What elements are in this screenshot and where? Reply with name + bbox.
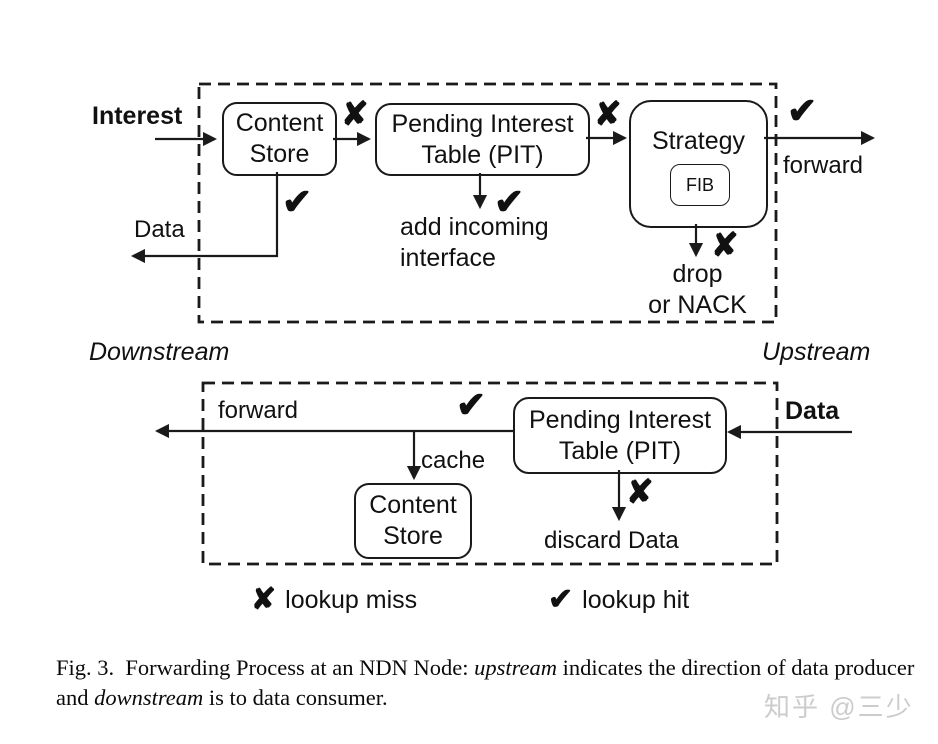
discard-data-label: discard Data [544,527,679,554]
caption-segment: Fig. 3. Forwarding Process at an NDN Nod… [56,655,475,680]
pit-bottom-line1: Pending Interest [528,405,712,434]
forward-label-top: forward [783,152,864,179]
legend-lookup-hit: ✔ lookup hit [548,585,689,615]
drop-or-nack-label: drop or NACK [640,259,755,321]
cross-icon: ✘ [711,226,739,263]
check-icon: ✔ [494,181,525,222]
pit-line2: Table (PIT) [421,140,544,169]
strategy-label: Strategy [651,126,746,155]
strategy-box: Strategy FIB [629,100,768,228]
fib-label: FIB [685,174,714,195]
pit-bottom-line2: Table (PIT) [558,436,682,465]
check-icon: ✔ [787,90,818,131]
caption-segment: is to data consumer. [203,685,388,710]
content-store-line2: Store [249,140,310,168]
content-store-line1: Content [235,109,324,137]
zhihu-watermark: 知乎 @三少 [764,692,914,722]
pit-box-top: Pending Interest Table (PIT) [375,103,590,176]
pit-line1: Pending Interest [391,109,574,138]
bottom-node-dashed-boundary [201,381,779,566]
lookup-hit-label: lookup hit [582,585,690,614]
caption-upstream-italic: upstream [474,655,557,680]
legend-lookup-miss: ✘ lookup miss [251,585,417,615]
interest-label: Interest [92,102,183,130]
check-icon: ✔ [456,384,487,425]
figure-caption: Fig. 3. Forwarding Process at an NDN Nod… [56,653,922,713]
upstream-label: Upstream [762,338,871,366]
content-store-bottom-line2: Store [383,522,443,550]
pit-box-bottom: Pending Interest Table (PIT) [513,397,727,474]
downstream-label: Downstream [89,338,230,366]
check-icon: ✔ [282,181,313,222]
content-store-box-bottom: Content Store [354,483,472,559]
cs-data-out-path [130,172,279,264]
check-icon: ✔ [548,583,574,616]
cache-label: cache [421,447,486,474]
or-nack-line: or NACK [648,291,747,319]
content-store-bottom-line1: Content [369,491,457,519]
add-incoming-line1: add incoming [400,213,549,241]
forward-label-bottom: forward [218,397,299,424]
cross-icon: ✘ [251,583,277,616]
add-incoming-line2: interface [400,244,496,272]
cross-icon: ✘ [626,473,654,510]
cross-icon: ✘ [594,95,622,132]
caption-downstream-italic: downstream [94,685,204,710]
cross-icon: ✘ [341,95,369,132]
data-in-label: Data [785,397,840,425]
lookup-miss-label: lookup miss [285,585,418,614]
drop-line: drop [672,260,723,288]
top-node-dashed-boundary [197,82,778,324]
add-incoming-interface-label: add incoming interface [400,212,549,274]
fib-box: FIB [670,164,730,206]
content-store-box-top: Content Store [222,102,337,176]
data-out-label: Data [134,216,185,243]
caption-segment: indicates the direction of data producer… [56,655,920,710]
